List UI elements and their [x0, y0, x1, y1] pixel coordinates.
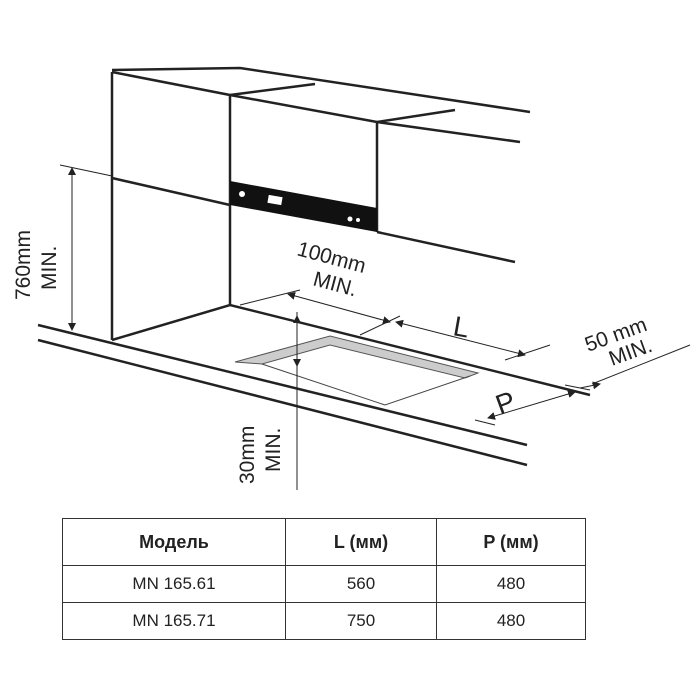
table-row: MN 165.61 560 480 — [62, 565, 586, 603]
header-length: L (мм) — [285, 518, 437, 566]
cell-model: MN 165.71 — [62, 602, 286, 640]
table-header-row: Модель L (мм) P (мм) — [62, 518, 586, 566]
header-model: Модель — [62, 518, 286, 566]
cell-model: MN 165.61 — [62, 565, 286, 603]
worktop — [37, 303, 591, 467]
hood-control-strip — [230, 181, 377, 232]
header-depth: P (мм) — [436, 518, 586, 566]
front-min-label: 30mm — [236, 426, 259, 484]
model-dimensions-table: Модель L (мм) P (мм) MN 165.61 560 480 M… — [62, 518, 586, 640]
height-min-suffix: MIN. — [38, 246, 61, 290]
cell-length: 560 — [285, 565, 437, 603]
front-min-suffix: MIN. — [262, 428, 285, 472]
table-row: MN 165.71 750 480 — [62, 602, 586, 640]
hob-cutout — [234, 335, 480, 406]
length-label: L — [451, 310, 472, 343]
cell-depth: 480 — [436, 565, 586, 603]
dimension-lines — [59, 164, 691, 490]
cell-depth: 480 — [436, 602, 586, 640]
height-min-label: 760mm — [12, 230, 35, 300]
installation-diagram: 760mm MIN. 100mm MIN. L 50 mm MIN. P 30m… — [12, 66, 691, 490]
cell-length: 750 — [285, 602, 437, 640]
